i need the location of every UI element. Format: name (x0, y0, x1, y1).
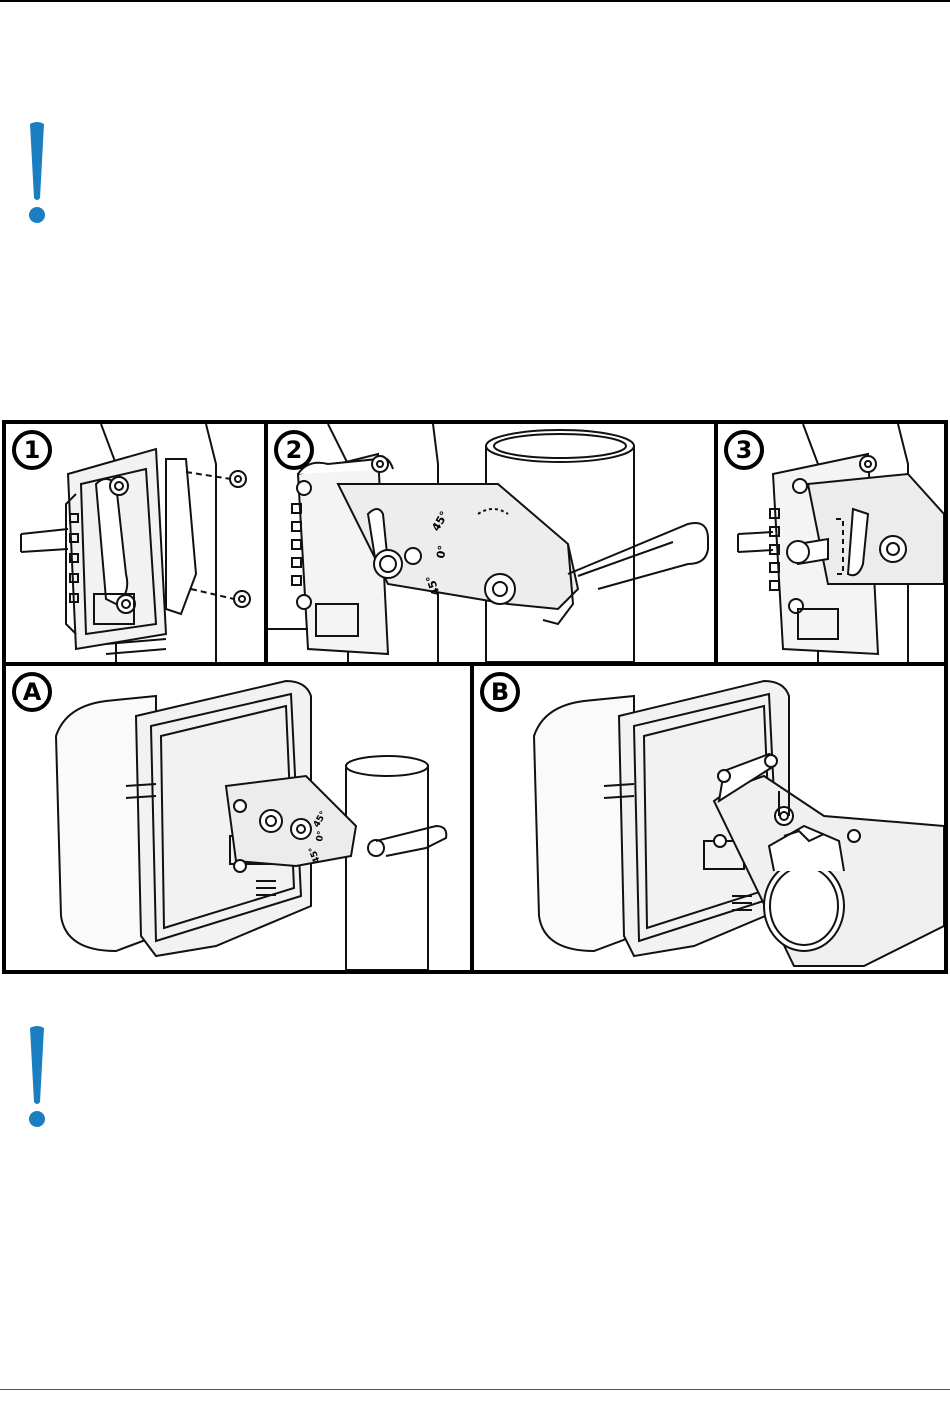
panel-option-a: A 45° 0 (6, 666, 470, 970)
mount-arm-illustration: 45° 0° 45° (268, 424, 714, 662)
tilt-label-mid: 0° (315, 830, 327, 842)
panel-step-1: 1 (6, 424, 264, 662)
step-badge: B (480, 672, 520, 712)
panel-step-2: 2 (268, 424, 714, 662)
step-badge: 3 (724, 430, 764, 470)
panel-option-b: B (474, 666, 944, 970)
installation-figure: 1 (2, 420, 948, 974)
step-badge: 1 (12, 430, 52, 470)
exclamation-icon (18, 1022, 56, 1132)
exclamation-icon (18, 118, 56, 228)
horizontal-pole-mount-illustration (474, 666, 944, 970)
vertical-pole-mount-illustration: 45° 0° 45° (6, 666, 470, 970)
page-footer-rule (0, 1389, 950, 1390)
page-top-rule (0, 0, 950, 2)
step-badge: A (12, 672, 52, 712)
step-badge: 2 (274, 430, 314, 470)
tilt-label-mid: 0° (434, 544, 449, 559)
panel-step-3: 3 (718, 424, 944, 662)
